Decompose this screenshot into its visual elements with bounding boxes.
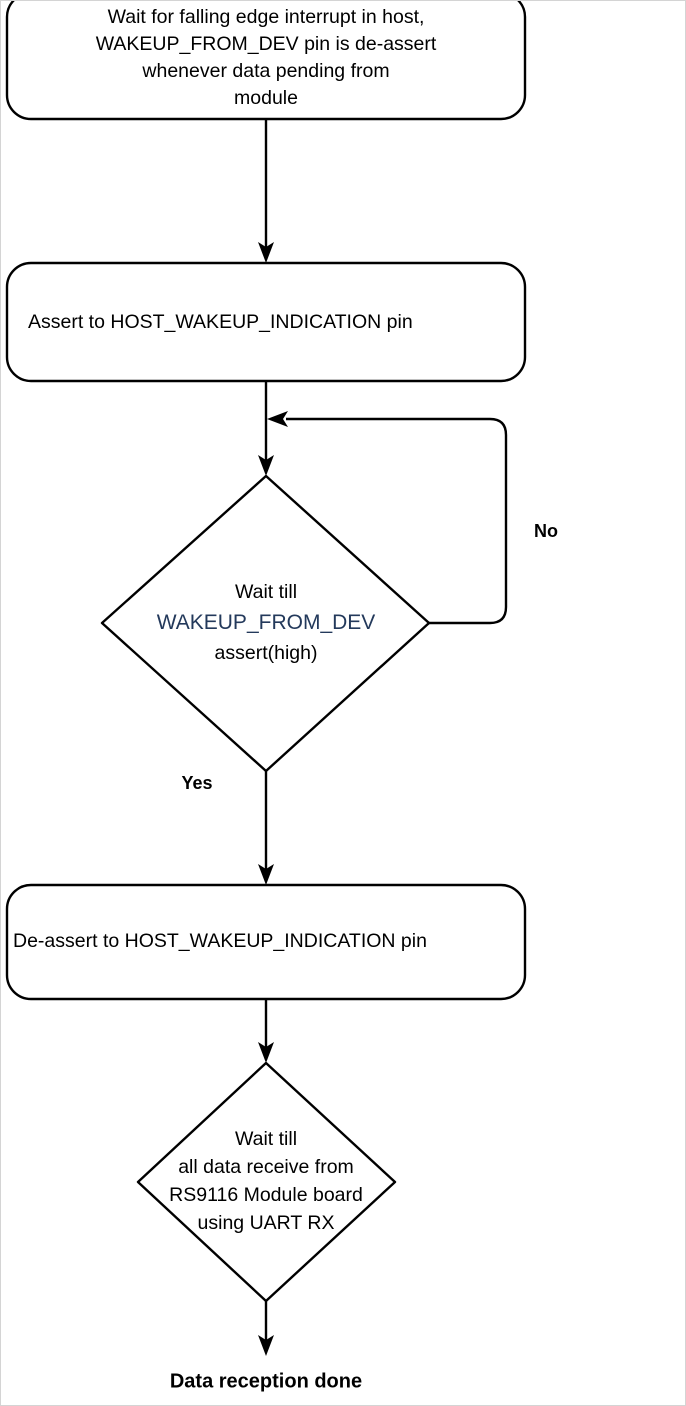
node-wait-falling-edge-line-0: Wait for falling edge interrupt in host,: [108, 6, 425, 28]
connector-deassert-to-data-decision: [258, 999, 274, 1063]
node-wait-falling-edge-line-2: whenever data pending from: [141, 60, 389, 82]
arrow-head-down-icon: [258, 455, 274, 476]
node-terminal-done: Data reception done: [170, 1370, 362, 1392]
node-wait-falling-edge-line-1: WAKEUP_FROM_DEV pin is de-assert: [96, 33, 437, 55]
node-assert-host-wakeup[interactable]: Assert to HOST_WAKEUP_INDICATION pin: [5, 261, 527, 383]
node-wait-wakeup-assert-accent: WAKEUP_FROM_DEV: [157, 611, 376, 634]
arrow-head-left-icon: [267, 411, 288, 427]
node-wait-wakeup-assert-line-1: WAKEUP_FROM_DEV: [157, 611, 376, 634]
arrow-head-down-icon: [258, 1042, 274, 1063]
arrow-head-down-icon: [258, 1335, 274, 1356]
node-wait-wakeup-assert-line-0: Wait till: [235, 581, 297, 603]
node-wait-data-receive[interactable]: Wait till all data receive from RS9116 M…: [136, 1061, 397, 1303]
node-wait-falling-edge[interactable]: Wait for falling edge interrupt in host,…: [5, 1, 527, 121]
connector-falling-edge-to-assert: [258, 119, 274, 263]
node-wait-falling-edge-line-3: module: [234, 87, 298, 109]
connector-no-loopback: No: [267, 411, 558, 625]
node-wait-data-receive-line-1: all data receive from: [178, 1156, 354, 1178]
node-deassert-host-wakeup-line-0: De-assert to HOST_WAKEUP_INDICATION pin: [13, 930, 427, 952]
node-wait-data-receive-shape: [136, 1061, 397, 1303]
arrow-head-down-icon: [258, 864, 274, 885]
node-wait-data-receive-line-2: RS9116 Module board: [169, 1184, 363, 1206]
node-assert-host-wakeup-line-0: Assert to HOST_WAKEUP_INDICATION pin: [28, 311, 413, 333]
connector-loop-path: [286, 417, 508, 625]
connector-assert-to-decision: [258, 381, 274, 476]
connector-yes-to-deassert: Yes: [181, 771, 274, 885]
node-wait-wakeup-assert-line-2: assert(high): [215, 642, 318, 664]
arrow-head-down-icon: [258, 242, 274, 263]
node-wait-data-receive-line-0: Wait till: [235, 1128, 297, 1150]
node-wait-wakeup-assert[interactable]: Wait till WAKEUP_FROM_DEV assert(high): [100, 474, 431, 773]
terminal-done-label: Data reception done: [170, 1370, 362, 1392]
edge-label-yes: Yes: [181, 773, 212, 793]
node-deassert-host-wakeup[interactable]: De-assert to HOST_WAKEUP_INDICATION pin: [5, 883, 527, 1001]
node-wait-data-receive-line-3: using UART RX: [198, 1212, 335, 1234]
connector-data-decision-to-terminal: [258, 1301, 274, 1356]
edge-label-no: No: [534, 521, 558, 541]
